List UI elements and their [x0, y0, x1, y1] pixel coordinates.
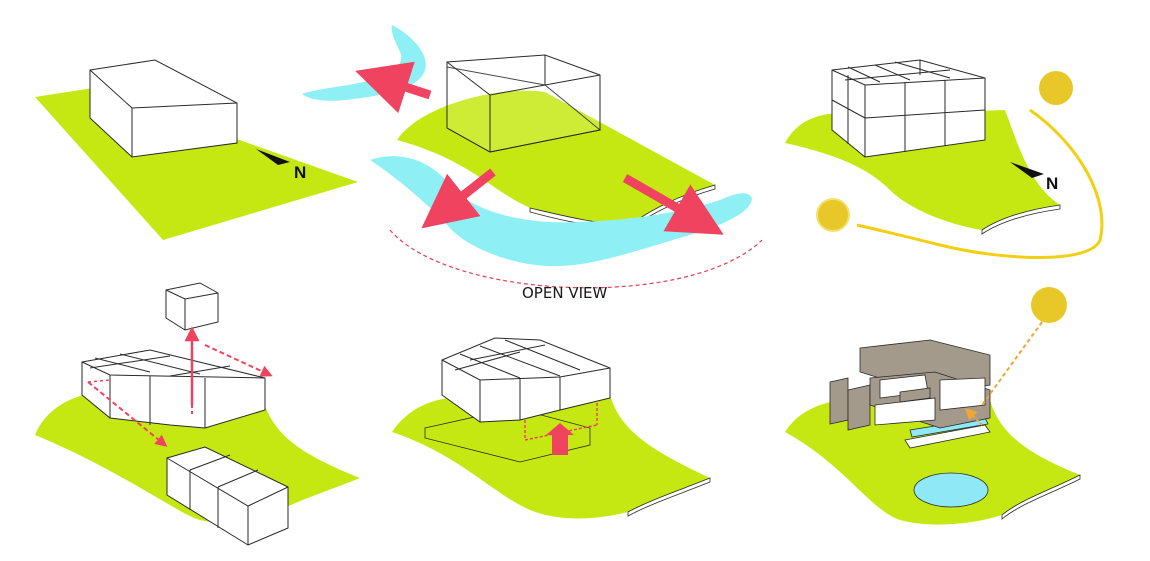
lift-arrow-icon	[546, 423, 574, 455]
house	[829, 339, 991, 449]
north-arrow-icon	[256, 149, 290, 165]
sun-path-arc	[856, 108, 1104, 259]
grid-mass	[441, 337, 611, 423]
panel-extract	[35, 282, 360, 546]
open-view-label: OPEN VIEW	[522, 284, 607, 302]
pool	[913, 472, 989, 508]
grid-mass	[831, 59, 986, 158]
view-arrow-icon	[355, 61, 432, 114]
site-plane	[397, 90, 715, 226]
site-plane	[392, 395, 710, 519]
panel-site-mass: N	[35, 59, 358, 240]
building-mass	[89, 59, 238, 158]
panel-sun-path: N	[785, 59, 1104, 259]
sun-icon	[816, 198, 850, 232]
view-arrow-icon	[622, 174, 724, 235]
north-arrow-icon	[1010, 162, 1044, 178]
panel-final-house	[785, 287, 1081, 525]
north-label: N	[1046, 174, 1058, 193]
shift-arrow-icon	[204, 344, 273, 377]
sun-ray-arrow-icon	[964, 407, 983, 426]
sun-icon	[1039, 71, 1073, 105]
shifted-bar	[166, 446, 289, 546]
open-view-arc	[389, 229, 763, 289]
site-plane	[785, 399, 1080, 525]
sun-icon	[1031, 287, 1067, 323]
panel-open-view: OPEN VIEW	[302, 25, 763, 302]
grid-mass	[81, 349, 266, 429]
north-label: N	[294, 163, 306, 182]
extracted-cube	[165, 282, 219, 331]
sun-ray	[979, 321, 1043, 409]
shift-arrow-icon	[87, 381, 168, 447]
view-arrow-icon	[421, 168, 496, 229]
river-lower	[370, 156, 752, 267]
panel-raise	[392, 337, 711, 519]
